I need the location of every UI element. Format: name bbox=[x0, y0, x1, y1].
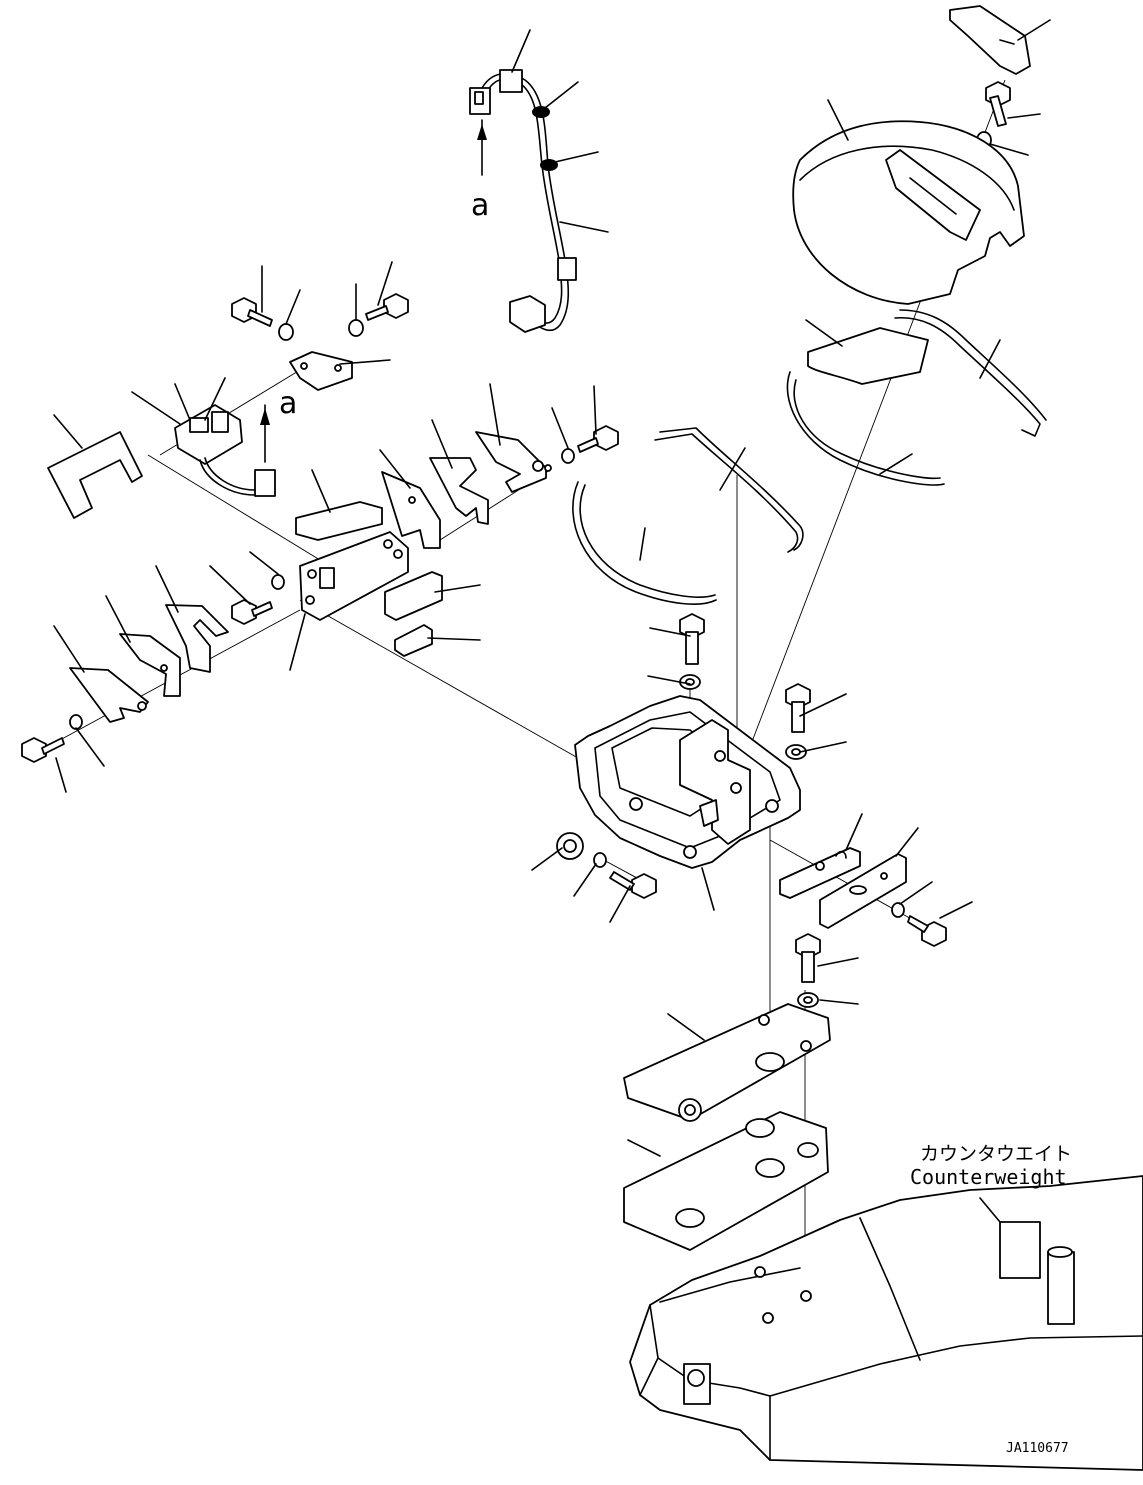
leader-lines-side bbox=[846, 814, 972, 918]
leader-lines-armrest bbox=[806, 20, 1050, 474]
drawing-number: JA110677 bbox=[1006, 1441, 1069, 1456]
leader-lines-main bbox=[532, 628, 846, 922]
labels: カウンタウエイト Counterweight JA110677 bbox=[910, 1143, 1072, 1456]
counterweight-label-jp: カウンタウエイト bbox=[920, 1143, 1072, 1165]
counterweight-label-en: Counterweight bbox=[910, 1165, 1067, 1189]
counterweight-body bbox=[630, 1176, 1143, 1470]
leader-lines-harness bbox=[512, 30, 608, 232]
leader-lines-middle-left bbox=[54, 384, 596, 792]
base-plates bbox=[624, 1004, 830, 1250]
straps bbox=[573, 428, 803, 604]
main-bracket bbox=[557, 614, 810, 898]
middle-brackets bbox=[22, 426, 618, 762]
base-bolt bbox=[796, 934, 858, 1007]
view-label-a-2: a bbox=[279, 386, 297, 421]
view-label-a: a bbox=[471, 188, 489, 223]
wiring-harness: a bbox=[470, 70, 576, 332]
leader-lines-upper-left bbox=[54, 262, 392, 448]
armrest-assembly bbox=[787, 6, 1046, 485]
side-plates bbox=[780, 848, 946, 946]
switch-bracket-assembly: a bbox=[48, 294, 408, 518]
